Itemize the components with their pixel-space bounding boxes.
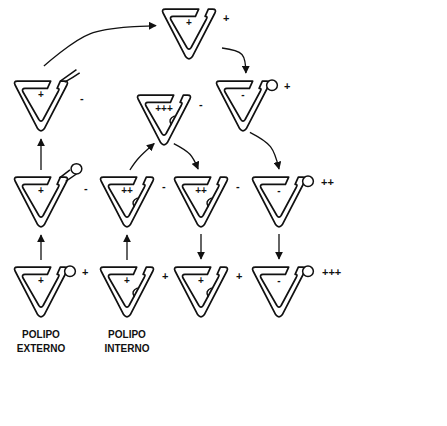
outer-charge-sign: - [80, 92, 84, 104]
outer-charge-sign: - [236, 180, 240, 192]
charge-sign: ++ [121, 185, 133, 196]
outer-charge-sign: + [236, 270, 242, 282]
polyp-figure: ++ [172, 264, 230, 320]
charge-sign: - [241, 89, 244, 100]
polyp-figure: ++ [12, 264, 70, 320]
polyp-wall [101, 177, 154, 227]
inner-notch [207, 198, 212, 207]
polyp-wall [101, 267, 154, 317]
polyp-figure: -+ [214, 78, 272, 134]
bud-bubble [267, 80, 278, 90]
polyp-outline [98, 174, 156, 230]
inner-notch [133, 198, 138, 207]
polyp-wall [217, 81, 270, 131]
transition-arrow [40, 235, 41, 260]
polyp-wall [175, 177, 228, 227]
charge-sign: - [277, 185, 280, 196]
outer-charge-sign: + [284, 80, 290, 92]
transition-arrow [130, 144, 154, 170]
polyp-wall [175, 267, 228, 317]
polyp-figure: -+++ [250, 264, 308, 320]
polyp-outline [160, 6, 218, 62]
polyp-figure: -++ [250, 174, 308, 230]
polyp-wall [15, 177, 68, 227]
charge-sign: + [38, 89, 44, 100]
polyp-wall [253, 177, 306, 227]
polyp-figure: ++- [172, 174, 230, 230]
outer-charge-sign: + [162, 270, 168, 282]
transition-arrow [200, 234, 201, 259]
charge-sign: ++ [195, 185, 207, 196]
charge-sign: + [38, 185, 44, 196]
transition-arrow [44, 26, 156, 66]
polyp-outline [172, 264, 230, 320]
outer-charge-sign: - [199, 98, 203, 110]
outer-charge-sign: + [223, 12, 229, 24]
charge-sign: + [124, 275, 130, 286]
polyp-wall [163, 9, 216, 59]
bud-bubble [303, 266, 314, 276]
inner-notch [133, 288, 138, 297]
polyp-wall [138, 95, 191, 145]
transition-arrow [174, 144, 198, 169]
polyp-wall [15, 267, 68, 317]
polyp-figure: ++ [98, 264, 156, 320]
polyp-outline [172, 174, 230, 230]
bud-bubble [65, 266, 76, 276]
outer-charge-sign: ++ [321, 176, 334, 188]
outer-charge-sign: +++ [322, 266, 341, 278]
charge-sign: + [38, 275, 44, 286]
polyp-wall [15, 81, 68, 131]
polyp-outline [250, 264, 308, 320]
polyp-outline [135, 92, 193, 148]
polyp-outline [12, 78, 70, 134]
figure-caption-label: POLIPO INTERNO [94, 328, 160, 355]
outer-charge-sign: + [82, 266, 88, 278]
transition-arrow [40, 139, 41, 170]
lobe-extension [60, 70, 79, 82]
polyp-figure: +- [12, 174, 70, 230]
polyp-outline [12, 174, 70, 230]
charge-sign: + [198, 275, 204, 286]
polyp-figure: ++- [98, 174, 156, 230]
charge-sign: +++ [155, 103, 173, 114]
figure-caption-label: POLIPO EXTERNO [8, 328, 74, 355]
outer-charge-sign: - [162, 180, 166, 192]
bud-bubble [71, 164, 82, 174]
polyp-figure: +++- [135, 92, 193, 148]
outer-charge-sign: - [84, 182, 88, 194]
inner-notch [207, 288, 212, 297]
polyp-outline [250, 174, 308, 230]
transition-arrow [278, 234, 279, 259]
transition-arrow [250, 132, 279, 169]
polyp-outline [12, 264, 70, 320]
charge-sign: - [277, 275, 280, 286]
transition-arrow [126, 235, 127, 260]
inner-notch [170, 116, 175, 125]
charge-sign: + [186, 17, 192, 28]
polyp-outline [98, 264, 156, 320]
transition-arrow [222, 48, 246, 73]
polyp-wall [253, 267, 306, 317]
polyp-figure: +- [12, 78, 70, 134]
polyp-figure: ++ [160, 6, 218, 62]
polyp-outline [214, 78, 272, 134]
bud-bubble [303, 176, 314, 186]
